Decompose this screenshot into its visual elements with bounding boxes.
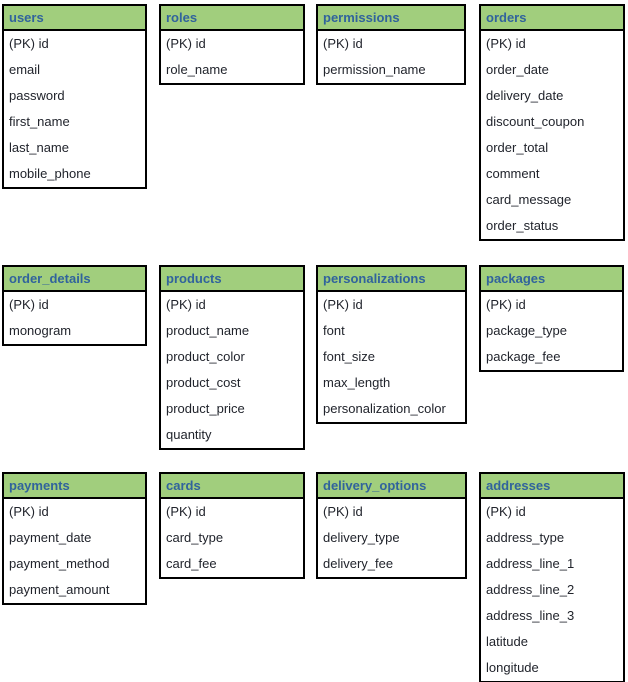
entity-table-permissions[interactable]: permissions (PK) id permission_name — [316, 4, 466, 85]
table-fields: (PK) id role_name — [161, 31, 303, 83]
field-row[interactable]: payment_method — [9, 556, 110, 571]
field-row[interactable]: order_date — [486, 62, 549, 77]
table-header[interactable]: cards — [161, 474, 303, 499]
field-row[interactable]: package_type — [486, 323, 567, 338]
entity-table-cards[interactable]: cards (PK) id card_type card_fee — [159, 472, 305, 579]
field-row[interactable]: payment_date — [9, 530, 92, 545]
field-row[interactable]: address_line_2 — [486, 582, 575, 597]
field-row[interactable]: longitude — [486, 660, 539, 675]
field-row[interactable]: card_message — [486, 192, 572, 207]
field-row[interactable]: (PK) id — [9, 297, 49, 312]
field-row[interactable]: (PK) id — [323, 36, 363, 51]
field-row[interactable]: quantity — [166, 427, 212, 442]
field-row[interactable]: order_total — [486, 140, 549, 155]
table-header[interactable]: delivery_options — [318, 474, 465, 499]
field-row[interactable]: comment — [486, 166, 540, 181]
field-row[interactable]: product_name — [166, 323, 250, 338]
table-fields: (PK) id monogram — [4, 292, 145, 344]
table-fields: (PK) id product_name product_color product_… — [161, 292, 303, 448]
field-row[interactable]: product_cost — [166, 375, 241, 390]
field-row[interactable]: mobile_phone — [9, 166, 91, 181]
field-row[interactable]: order_status — [486, 218, 559, 233]
field-row[interactable]: (PK) id — [323, 297, 363, 312]
entity-table-payments[interactable]: payments (PK) id payment_date payment_metho… — [2, 472, 147, 605]
table-fields: (PK) id order_date delivery_date discount_c… — [481, 31, 623, 239]
field-row[interactable]: (PK) id — [166, 297, 206, 312]
field-row[interactable]: product_price — [166, 401, 245, 416]
table-fields: (PK) id permission_name — [318, 31, 464, 83]
field-row[interactable]: product_color — [166, 349, 245, 364]
entity-table-personalizations[interactable]: personalizations (PK) id font font_size max_… — [316, 265, 467, 424]
field-row[interactable]: (PK) id — [486, 36, 526, 51]
table-header[interactable]: order_details — [4, 267, 145, 292]
entity-table-addresses[interactable]: addresses (PK) id address_type address_line… — [479, 472, 625, 682]
field-row[interactable]: card_fee — [166, 556, 217, 571]
entity-table-products[interactable]: products (PK) id product_name product_color… — [159, 265, 305, 450]
field-row[interactable]: (PK) id — [323, 504, 363, 519]
entity-table-users[interactable]: users (PK) id email password first_name last_… — [2, 4, 147, 189]
table-fields: (PK) id package_type package_fee — [481, 292, 622, 370]
table-header[interactable]: roles — [161, 6, 303, 31]
field-row[interactable]: card_type — [166, 530, 224, 545]
table-fields: (PK) id font font_size max_length personaliz… — [318, 292, 465, 422]
field-row[interactable]: (PK) id — [486, 504, 526, 519]
field-row[interactable]: (PK) id — [486, 297, 526, 312]
field-row[interactable]: delivery_type — [323, 530, 400, 545]
field-row[interactable]: latitude — [486, 634, 528, 649]
field-row[interactable]: (PK) id — [9, 36, 49, 51]
table-header[interactable]: permissions — [318, 6, 464, 31]
field-row[interactable]: address_type — [486, 530, 565, 545]
entity-table-packages[interactable]: packages (PK) id package_type package_fee — [479, 265, 624, 372]
field-row[interactable]: (PK) id — [166, 36, 206, 51]
field-row[interactable]: last_name — [9, 140, 69, 155]
table-fields: (PK) id card_type card_fee — [161, 499, 303, 577]
table-header[interactable]: products — [161, 267, 303, 292]
field-row[interactable]: (PK) id — [9, 504, 49, 519]
field-row[interactable]: role_name — [166, 62, 228, 77]
field-row[interactable]: first_name — [9, 114, 70, 129]
field-row[interactable]: address_line_3 — [486, 608, 575, 623]
field-row[interactable]: (PK) id — [166, 504, 206, 519]
entity-table-roles[interactable]: roles (PK) id role_name — [159, 4, 305, 85]
table-header[interactable]: packages — [481, 267, 622, 292]
field-row[interactable]: delivery_date — [486, 88, 564, 103]
field-row[interactable]: max_length — [323, 375, 391, 390]
field-row[interactable]: monogram — [9, 323, 72, 338]
field-row[interactable]: font — [323, 323, 345, 338]
table-header[interactable]: addresses — [481, 474, 623, 499]
table-header[interactable]: orders — [481, 6, 623, 31]
field-row[interactable]: payment_amount — [9, 582, 110, 597]
field-row[interactable]: permission_name — [323, 62, 426, 77]
field-row[interactable]: email — [9, 62, 41, 77]
field-row[interactable]: personalization_color — [323, 401, 446, 416]
table-header[interactable]: users — [4, 6, 145, 31]
entity-table-order_details[interactable]: order_details (PK) id monogram — [2, 265, 147, 346]
field-row[interactable]: package_fee — [486, 349, 561, 364]
table-header[interactable]: personalizations — [318, 267, 465, 292]
table-fields: (PK) id delivery_type delivery_fee — [318, 499, 465, 577]
field-row[interactable]: delivery_fee — [323, 556, 394, 571]
table-header[interactable]: payments — [4, 474, 145, 499]
field-row[interactable]: password — [9, 88, 65, 103]
field-row[interactable]: address_line_1 — [486, 556, 575, 571]
field-row[interactable]: font_size — [323, 349, 376, 364]
field-row[interactable]: discount_coupon — [486, 114, 585, 129]
